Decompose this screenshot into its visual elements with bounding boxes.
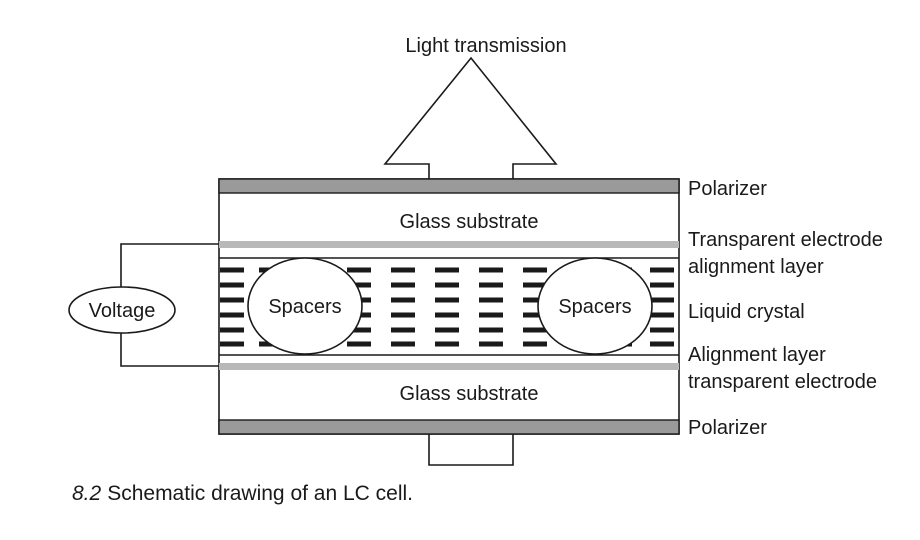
lc-molecule bbox=[523, 282, 547, 288]
voltage-source bbox=[68, 286, 176, 334]
label-alignment-layer-bottom: Alignment layer bbox=[688, 344, 826, 366]
lc-molecule bbox=[391, 312, 415, 318]
lc-molecule bbox=[391, 267, 415, 273]
lc-molecule bbox=[220, 312, 244, 318]
lc-molecule bbox=[347, 267, 371, 273]
lc-molecule bbox=[220, 297, 244, 303]
lc-molecule bbox=[347, 341, 371, 347]
lc-molecule bbox=[479, 297, 503, 303]
lc-molecule bbox=[650, 341, 674, 347]
lc-molecule bbox=[347, 327, 371, 333]
lc-molecule bbox=[220, 327, 244, 333]
transparent-electrode-top bbox=[219, 241, 679, 248]
lc-molecule bbox=[650, 312, 674, 318]
label-liquid-crystal: Liquid crystal bbox=[688, 301, 805, 323]
transparent-electrode-bottom bbox=[219, 363, 679, 370]
label-transparent-electrode-top: Transparent electrode bbox=[688, 229, 883, 251]
lc-molecule bbox=[435, 282, 459, 288]
spacer-right bbox=[537, 257, 653, 355]
polarizer-bottom bbox=[218, 419, 680, 435]
lc-molecule bbox=[479, 267, 503, 273]
lc-molecule bbox=[650, 282, 674, 288]
lc-molecule bbox=[435, 312, 459, 318]
voltage-wire-bottom bbox=[120, 333, 219, 367]
lc-molecule bbox=[523, 327, 547, 333]
label-transparent-electrode-bottom: transparent electrode bbox=[688, 371, 877, 393]
light-transmission-arrow bbox=[383, 56, 558, 181]
label-polarizer-top: Polarizer bbox=[688, 178, 767, 200]
lc-molecule bbox=[391, 282, 415, 288]
spacer-left-label: Spacers bbox=[268, 296, 341, 318]
lc-molecule bbox=[650, 327, 674, 333]
lc-molecule bbox=[220, 267, 244, 273]
lc-molecule bbox=[220, 341, 244, 347]
spacer-left bbox=[247, 257, 363, 355]
lc-molecule bbox=[479, 312, 503, 318]
lc-molecule bbox=[479, 327, 503, 333]
glass-substrate-bottom-label: Glass substrate bbox=[400, 383, 539, 405]
lc-molecule bbox=[650, 297, 674, 303]
lc-molecule bbox=[347, 282, 371, 288]
voltage-wire-top bbox=[120, 243, 219, 288]
spacer-right-label: Spacers bbox=[558, 296, 631, 318]
lc-molecule bbox=[435, 327, 459, 333]
lc-molecule bbox=[523, 267, 547, 273]
lc-molecule bbox=[479, 282, 503, 288]
glass-substrate-top-label: Glass substrate bbox=[400, 211, 539, 233]
lc-molecule bbox=[523, 341, 547, 347]
lc-molecule bbox=[220, 282, 244, 288]
label-alignment-layer-top: alignment layer bbox=[688, 256, 824, 278]
figure-caption-text: Schematic drawing of an LC cell. bbox=[107, 482, 414, 505]
lc-molecule bbox=[391, 327, 415, 333]
lc-molecule bbox=[650, 267, 674, 273]
lc-molecule bbox=[523, 312, 547, 318]
lc-molecule bbox=[391, 341, 415, 347]
label-polarizer-bottom: Polarizer bbox=[688, 417, 767, 439]
polarizer-top bbox=[218, 178, 680, 194]
lc-molecule bbox=[391, 297, 415, 303]
lc-molecule bbox=[523, 297, 547, 303]
incident-light-stub bbox=[428, 434, 514, 466]
figure-number: 8.2 bbox=[72, 482, 102, 505]
lc-molecule bbox=[435, 267, 459, 273]
lc-molecule bbox=[479, 341, 503, 347]
voltage-label: Voltage bbox=[89, 300, 156, 322]
lc-molecule bbox=[435, 297, 459, 303]
light-transmission-label: Light transmission bbox=[405, 35, 566, 57]
lc-molecule bbox=[435, 341, 459, 347]
